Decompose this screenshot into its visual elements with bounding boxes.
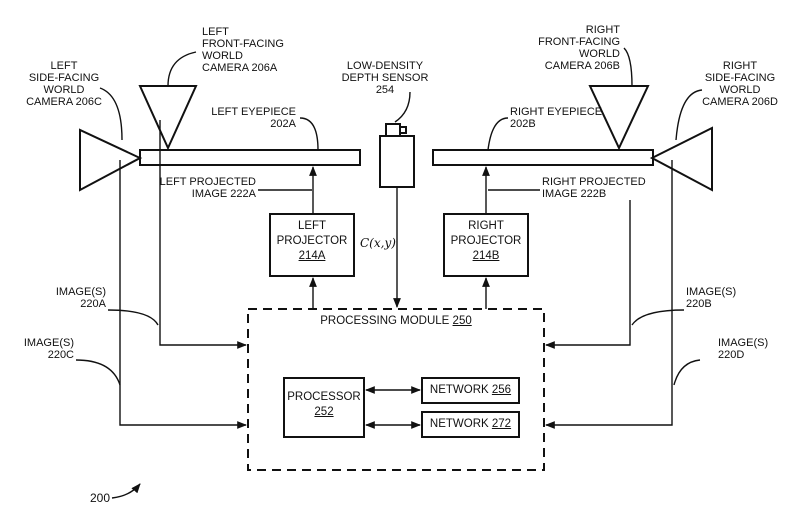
network-272-ref: 272 [491,418,512,430]
right-projector-label: RIGHT PROJECTOR 214B [444,219,528,264]
figure-number: 200 [90,491,111,505]
processing-module-label: PROCESSING MODULE 250 [248,314,544,329]
network-272-box [421,411,520,438]
label-right-front-camera: RIGHT FRONT-FACING WORLD CAMERA 206B [538,24,620,72]
depth-sensor-lens [385,123,401,137]
right-projector-box [443,213,529,277]
label-images-220d: IMAGE(S) 220D [718,337,769,361]
leader-depth-sensor [394,91,411,123]
label-images-220c: IMAGE(S) 220C [23,337,74,361]
processor-ref: 252 [314,406,334,418]
network-256-label: NETWORK 256 [422,383,519,398]
label-left-eyepiece: LEFT EYEPIECE 202A [211,106,296,130]
right-projector-ref: 214B [472,250,500,262]
label-images-220a: IMAGE(S) 220A [55,286,106,310]
label-depth-sensor: LOW-DENSITY DEPTH SENSOR 254 [341,60,429,96]
label-coordinate: C(x,y) [360,236,396,250]
left-projector-name: LEFT PROJECTOR [276,220,348,247]
leader-left-eyepiece [299,117,319,151]
leader-right-front-camera [623,47,633,87]
network-256-name: NETWORK [429,384,492,396]
images-220d-path [545,160,673,429]
images-220b-path [545,200,631,349]
left-projector-box [269,213,355,277]
images-220a-path [159,120,247,349]
left-front-camera-icon [138,85,198,151]
leader-left-side-camera [99,87,123,141]
processor-box [283,377,365,438]
label-right-side-camera: RIGHT SIDE-FACING WORLD CAMERA 206D [702,60,778,108]
right-projector-name: RIGHT PROJECTOR [450,220,522,247]
processing-module-name: PROCESSING MODULE [320,315,453,327]
depth-sensor-body [379,135,415,188]
leader-images-220c [75,359,121,386]
processor-name: PROCESSOR [287,391,361,403]
label-left-side-camera: LEFT SIDE-FACING WORLD CAMERA 206C [26,60,102,108]
left-projector-ref: 214A [298,250,326,262]
network-256-ref: 256 [491,384,512,396]
leader-images-220a [107,309,159,326]
right-eyepiece [432,149,654,166]
processor-label: PROCESSOR 252 [284,390,364,420]
label-left-projected-image: LEFT PROJECTED IMAGE 222A [159,176,256,200]
leader-images-220d [673,359,701,386]
network-272-name: NETWORK [429,418,492,430]
images-220c-path [119,160,247,429]
network-256-box [421,377,520,404]
processing-module-box [247,308,545,471]
network-272-label: NETWORK 272 [422,417,519,432]
depth-sensor-lens-tip [399,126,407,134]
leader-images-220b [631,309,685,326]
leader-right-eyepiece [487,117,509,151]
leader-right-side-camera [675,89,703,141]
right-front-camera-icon [588,85,650,151]
leader-left-front-camera [167,51,197,87]
right-side-camera-icon [649,126,713,192]
processing-module-ref: 250 [452,315,472,327]
left-side-camera-icon [79,128,143,192]
left-projector-label: LEFT PROJECTOR 214A [270,219,354,264]
left-eyepiece [139,149,361,166]
label-right-projected-image: RIGHT PROJECTED IMAGE 222B [542,176,646,200]
figure-reference-arrow [111,483,141,499]
label-right-eyepiece: RIGHT EYEPIECE 202B [510,106,603,130]
label-left-front-camera: LEFT FRONT-FACING WORLD CAMERA 206A [202,26,284,74]
label-images-220b: IMAGE(S) 220B [686,286,737,310]
